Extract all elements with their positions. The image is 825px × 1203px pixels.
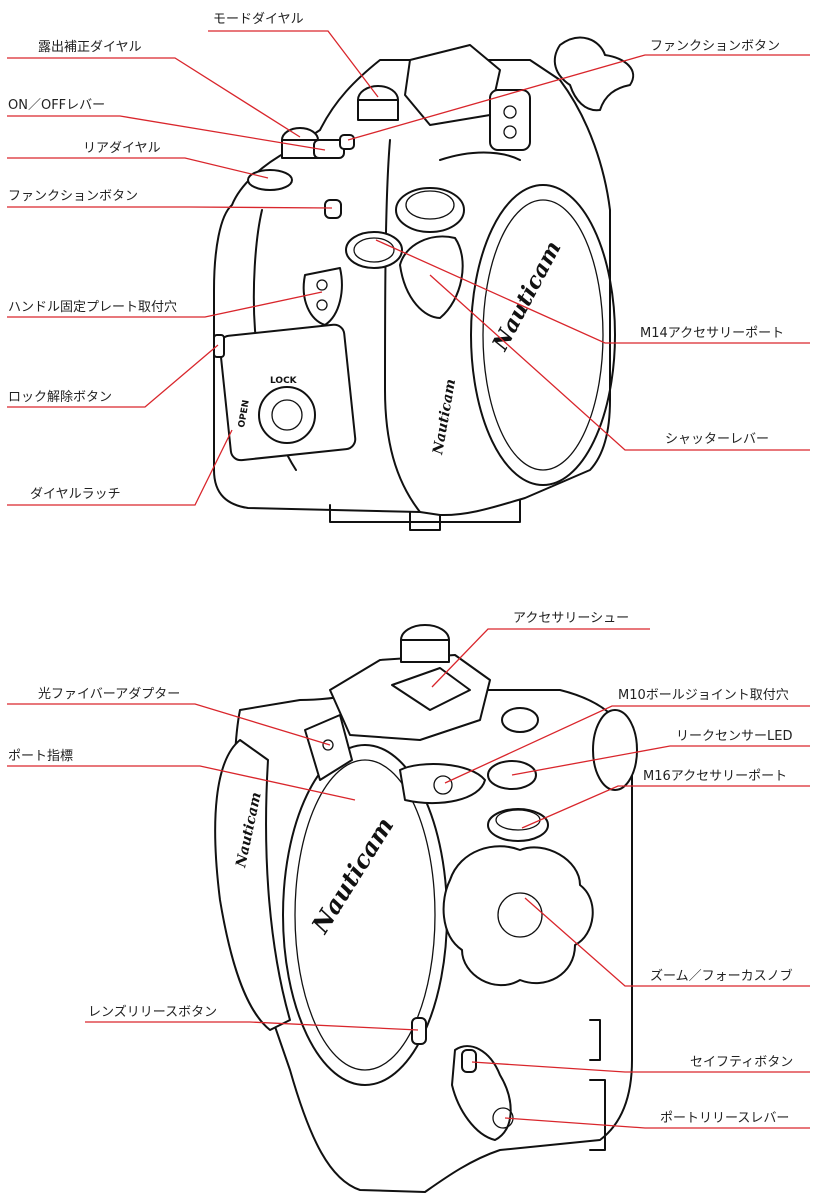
label-handle-plate-hole: ハンドル固定プレート取付穴 bbox=[8, 300, 177, 315]
label-mode-dial: モードダイヤル bbox=[213, 12, 304, 27]
label-m10-ball-joint-hole: M10ボールジョイント取付穴 bbox=[618, 688, 789, 703]
label-m16-accessory-port: M16アクセサリーポート bbox=[643, 769, 787, 784]
label-function-button-rear: ファンクションボタン bbox=[8, 189, 138, 204]
label-m14-accessory-port: M14アクセサリーポート bbox=[640, 326, 784, 341]
label-on-off-lever: ON／OFFレバー bbox=[8, 98, 105, 113]
label-shutter-lever: シャッターレバー bbox=[665, 432, 769, 447]
label-accessory-shoe: アクセサリーシュー bbox=[513, 611, 629, 626]
housing-front-view-illustration: Nauticam Nauticam bbox=[214, 624, 638, 1193]
lock-mark: LOCK bbox=[270, 376, 298, 386]
label-fiber-optic-adapter: 光ファイバーアダプター bbox=[38, 687, 180, 702]
leader-lines bbox=[7, 30, 810, 1129]
label-port-index: ポート指標 bbox=[8, 749, 73, 764]
label-rear-dial: リアダイヤル bbox=[83, 141, 161, 156]
callout-labels: モードダイヤル 露出補正ダイヤル ファンクションボタン ON／OFFレバー リア… bbox=[8, 12, 793, 1126]
label-function-button-top: ファンクションボタン bbox=[650, 39, 780, 54]
label-leak-sensor-led: リークセンサーLED bbox=[676, 729, 792, 744]
label-lens-release-button: レンズリリースボタン bbox=[88, 1004, 217, 1020]
open-mark: OPEN bbox=[237, 399, 252, 428]
label-exposure-comp-dial: 露出補正ダイヤル bbox=[38, 40, 142, 55]
label-safety-button: セイフティボタン bbox=[690, 1055, 793, 1070]
label-lock-release-button: ロック解除ボタン bbox=[8, 390, 112, 405]
housing-rear-view-illustration: Nauticam Nauticam LOCK OPEN bbox=[213, 36, 635, 531]
label-port-release-lever: ポートリリースレバー bbox=[660, 1111, 789, 1126]
label-zoom-focus-knob: ズーム／フォーカスノブ bbox=[650, 968, 793, 984]
label-dial-latch: ダイヤルラッチ bbox=[30, 487, 121, 502]
